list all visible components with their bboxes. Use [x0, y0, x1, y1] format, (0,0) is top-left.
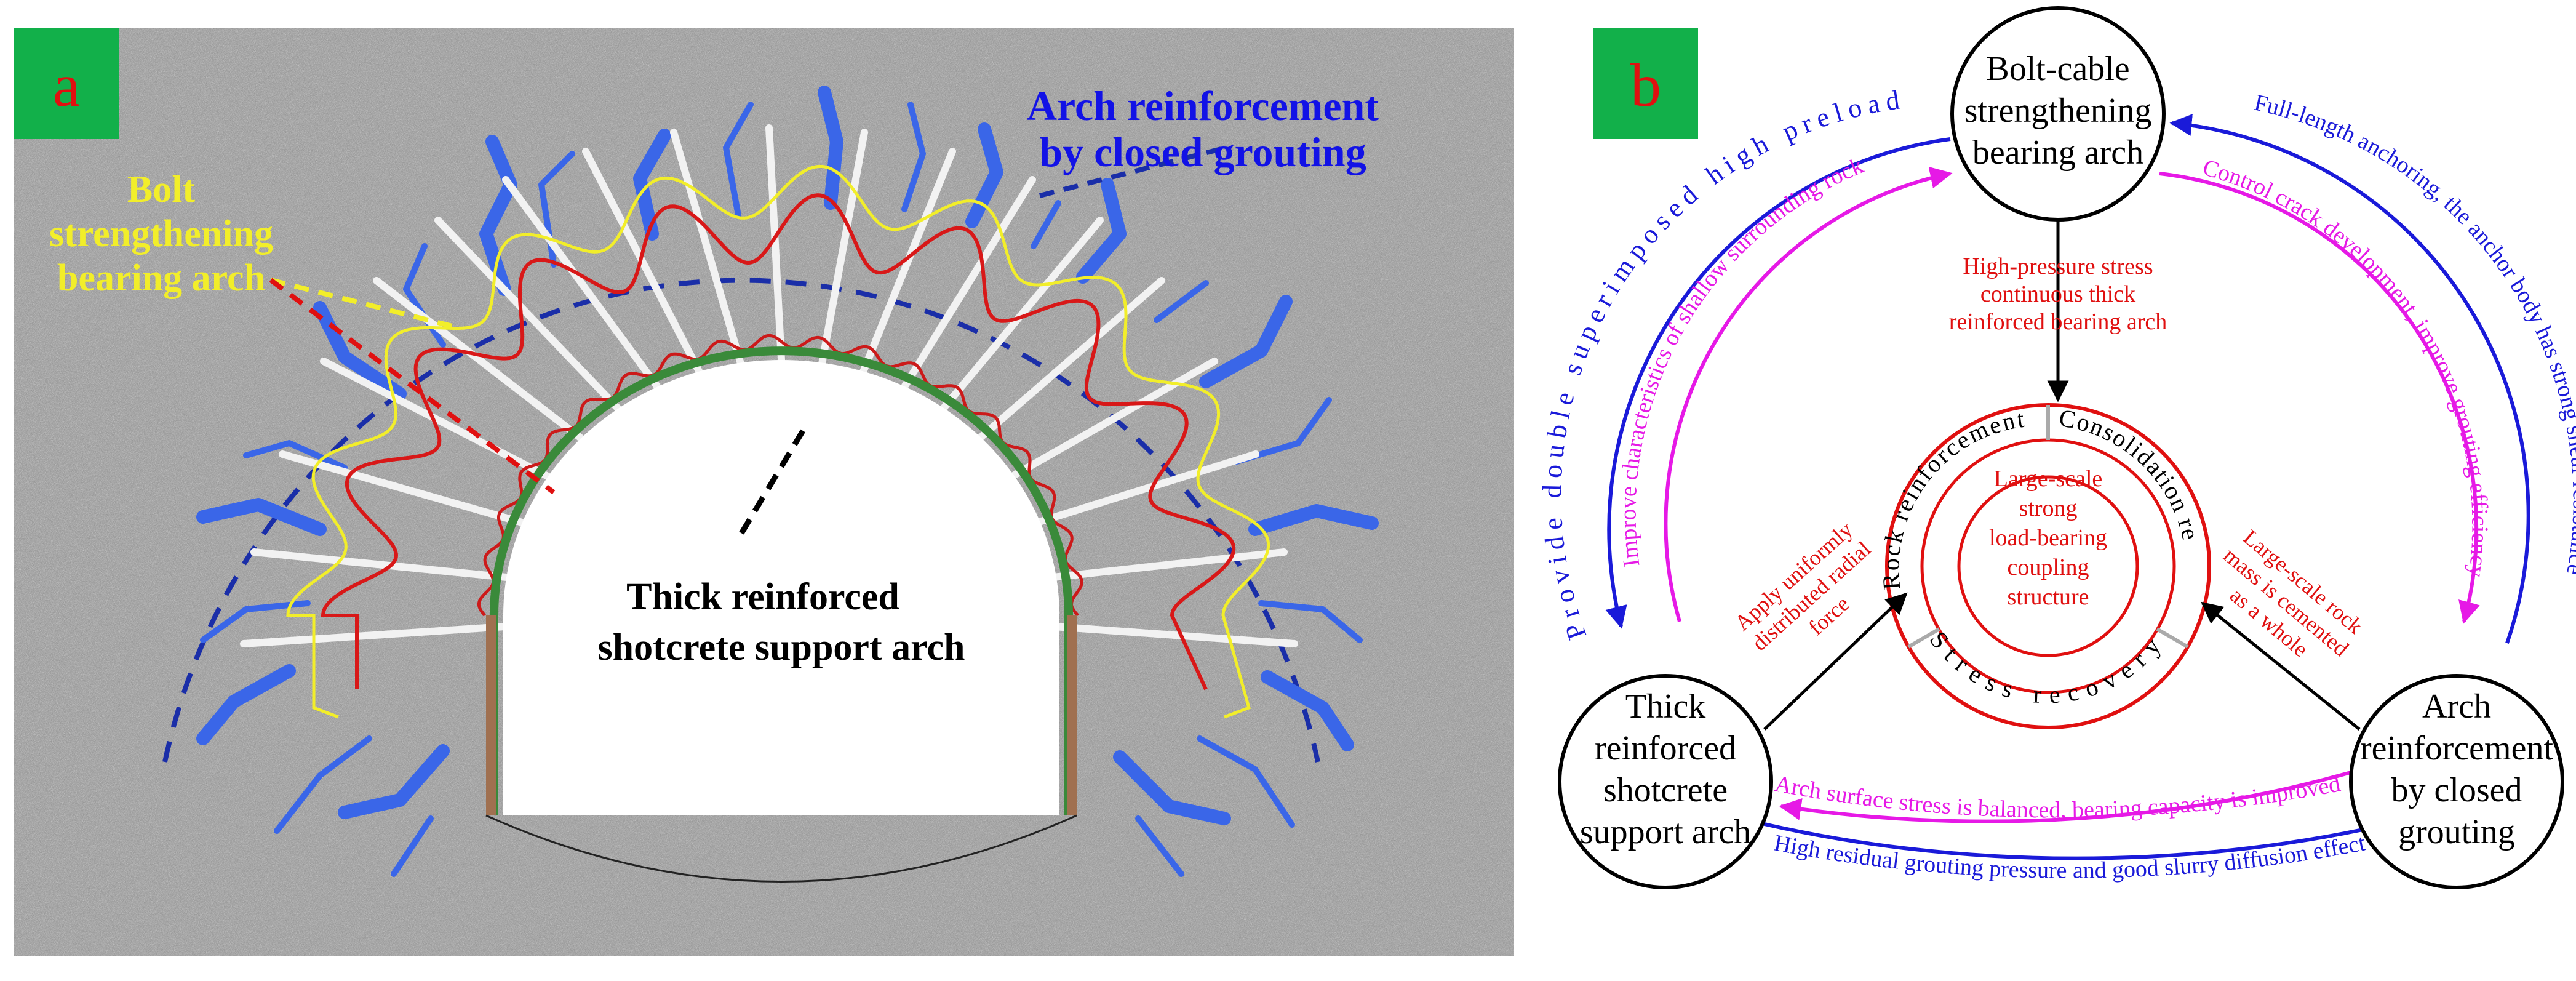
top-arrow-label-2: continuous thick: [1980, 281, 2135, 307]
left-wall-lining: [486, 615, 496, 815]
bolt-label-line-3: bearing arch: [57, 257, 265, 299]
node-top-text-3: bearing arch: [1972, 134, 2143, 172]
node-left-text-3: shotcrete: [1603, 771, 1728, 809]
panel-b-badge: [1593, 28, 1698, 139]
shotcrete-label-line-2: shotcrete support arch: [598, 627, 965, 668]
center-text-1: Large-scale: [1994, 466, 2103, 492]
node-grouting-arch: [2349, 674, 2564, 889]
right-wall-lining: [1067, 615, 1077, 815]
node-right-text-2: reinforcement: [2360, 729, 2553, 767]
node-shotcrete-arch: [1558, 674, 1773, 889]
arc-top-to-right-magenta: [2159, 172, 2480, 624]
center-text-2: strong: [2019, 495, 2078, 521]
arc-left-to-top-magenta: [1664, 166, 1953, 622]
panel-a: Arch reinforcement by closed grouting Bo…: [14, 28, 1514, 956]
bolt-label-line-1: Bolt: [127, 169, 196, 210]
node-top-text-2: strengthening: [1964, 92, 2152, 130]
grouting-label-line-2: by closed grouting: [1039, 129, 1366, 175]
panel-b-letter: b: [1630, 51, 1661, 119]
node-right-text-4: grouting: [2398, 813, 2515, 851]
top-arrow-label-1: High-pressure stress: [1963, 254, 2153, 279]
shotcrete-lining: [490, 346, 1073, 815]
ring-divider-left: [1907, 627, 1940, 649]
top-arrow-label-3: reinforced bearing arch: [1949, 309, 2167, 335]
arc-right-to-left-magenta: [1779, 764, 2372, 823]
bolt-label-line-2: strengthening: [49, 213, 273, 255]
arrow-right-to-ring: [2201, 601, 2361, 731]
node-left-text-4: support arch: [1580, 813, 1751, 851]
arc-top-to-left-blue: [1605, 137, 1951, 629]
bolt-bearing-arch-line: [286, 164, 1270, 719]
ring-divider-right: [2156, 627, 2189, 649]
shotcrete-leader-line: [736, 429, 805, 540]
node-right-text-3: by closed: [2391, 771, 2522, 809]
red-arch-leader-line: [269, 278, 556, 495]
shotcrete-label-line-1: Thick reinforced: [626, 576, 899, 618]
grouting-leader-line: [1039, 146, 1222, 198]
bolt-leader-line: [270, 278, 453, 329]
arc-right-to-top-blue: [2169, 114, 2530, 644]
tunnel-floor-curve: [485, 814, 1077, 883]
center-text-4: coupling: [2008, 555, 2089, 580]
panel-a-badge: [14, 28, 119, 139]
grout-veins: [196, 86, 1379, 877]
node-right-text-1: Arch: [2422, 687, 2491, 726]
node-left-text-2: reinforced: [1595, 729, 1736, 767]
arrow-left-to-ring: [1763, 592, 1908, 731]
inner-red-ring: [1957, 475, 2139, 657]
panel-a-letter: a: [53, 51, 80, 119]
node-top-text-1: Bolt-cable: [1986, 50, 2129, 88]
grouting-label-line-1: Arch reinforcement: [1027, 82, 1379, 129]
center-text-3: load-bearing: [1989, 525, 2107, 551]
node-left-text-1: Thick: [1625, 687, 1706, 726]
reinforced-bearing-arch-line: [321, 193, 1236, 691]
grouting-boundary-arc: [162, 278, 1320, 763]
tunnel-opening: [503, 360, 1059, 815]
center-text-5: structure: [2008, 584, 2089, 610]
arc-left-to-right-blue: [1741, 812, 2414, 860]
